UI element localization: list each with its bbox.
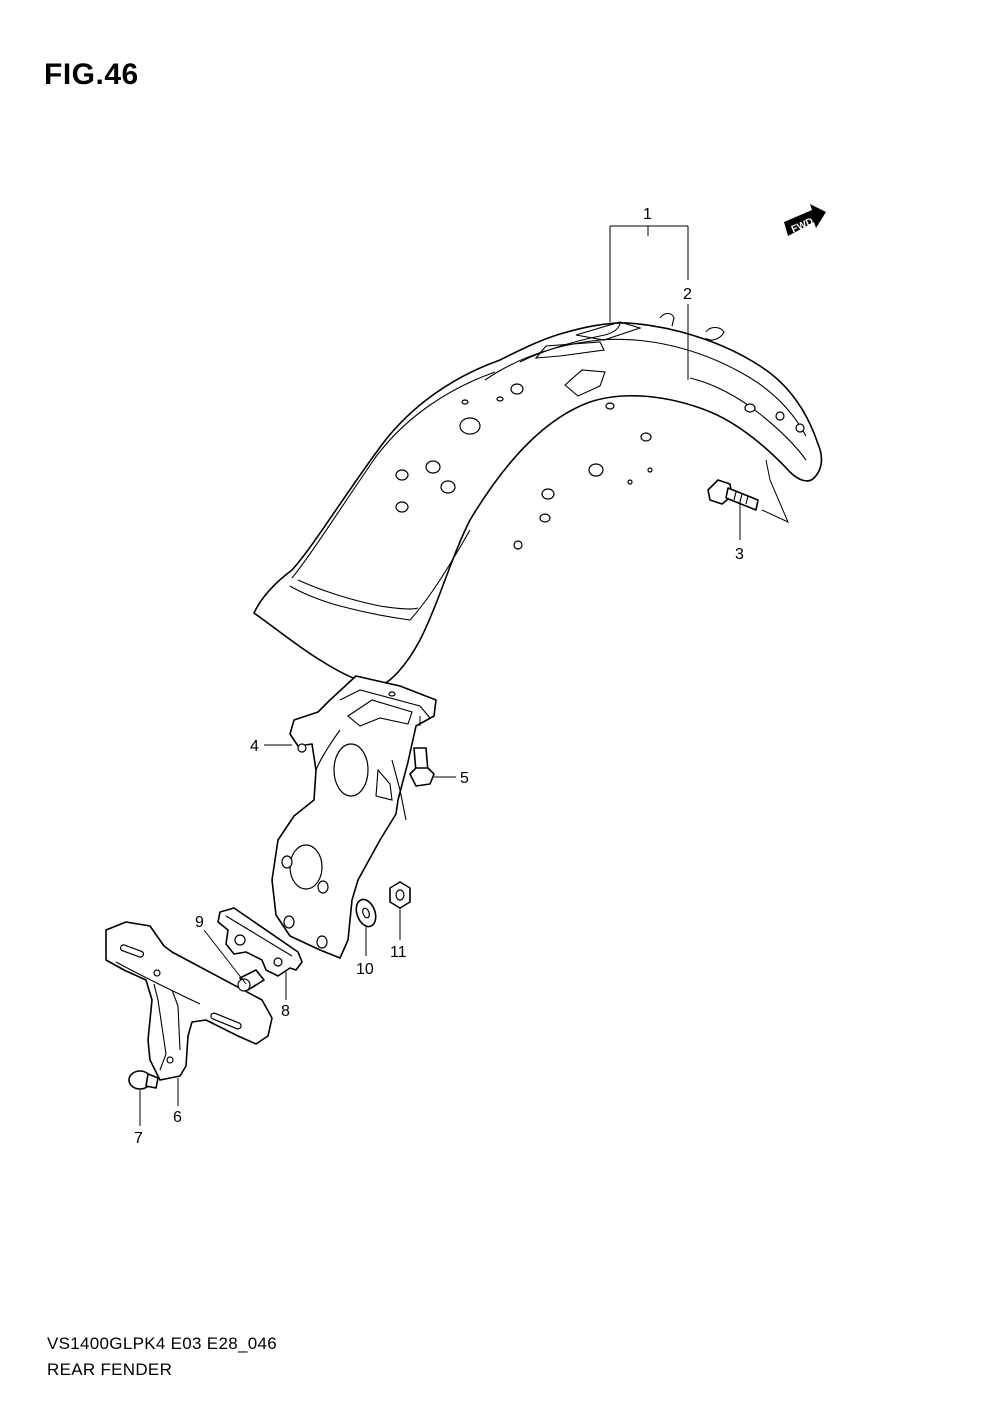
lamp-bracket[interactable] [217,907,303,977]
callout-6: 6 [173,1109,182,1126]
model-code: VS1400GLPK4 E03 E28_046 [47,1334,277,1353]
callout-4: 4 [250,738,259,755]
plate-screw[interactable] [128,1070,159,1090]
nut[interactable] [389,881,411,909]
callout-9: 9 [195,914,204,931]
fender-bracket[interactable] [271,675,437,959]
rear-fender[interactable] [253,312,823,687]
callout-11: 11 [390,944,407,961]
callout-2: 2 [683,286,692,303]
callout-8: 8 [281,1003,290,1020]
callout-3: 3 [735,546,744,563]
callout-1: 1 [643,206,652,223]
callout-7: 7 [134,1130,143,1147]
callout-leaders [139,225,741,1126]
washer[interactable] [353,897,379,929]
figure-name: REAR FENDER [47,1360,173,1379]
callout-5: 5 [460,770,469,787]
callout-10: 10 [356,961,374,978]
forward-arrow-icon: FWD [784,204,826,236]
fender-bolt[interactable] [707,479,759,511]
license-plate-bracket[interactable] [105,921,273,1081]
figure-title: FIG.46 [44,58,139,91]
bracket-bolt[interactable] [409,747,435,787]
spacer[interactable] [237,969,265,992]
